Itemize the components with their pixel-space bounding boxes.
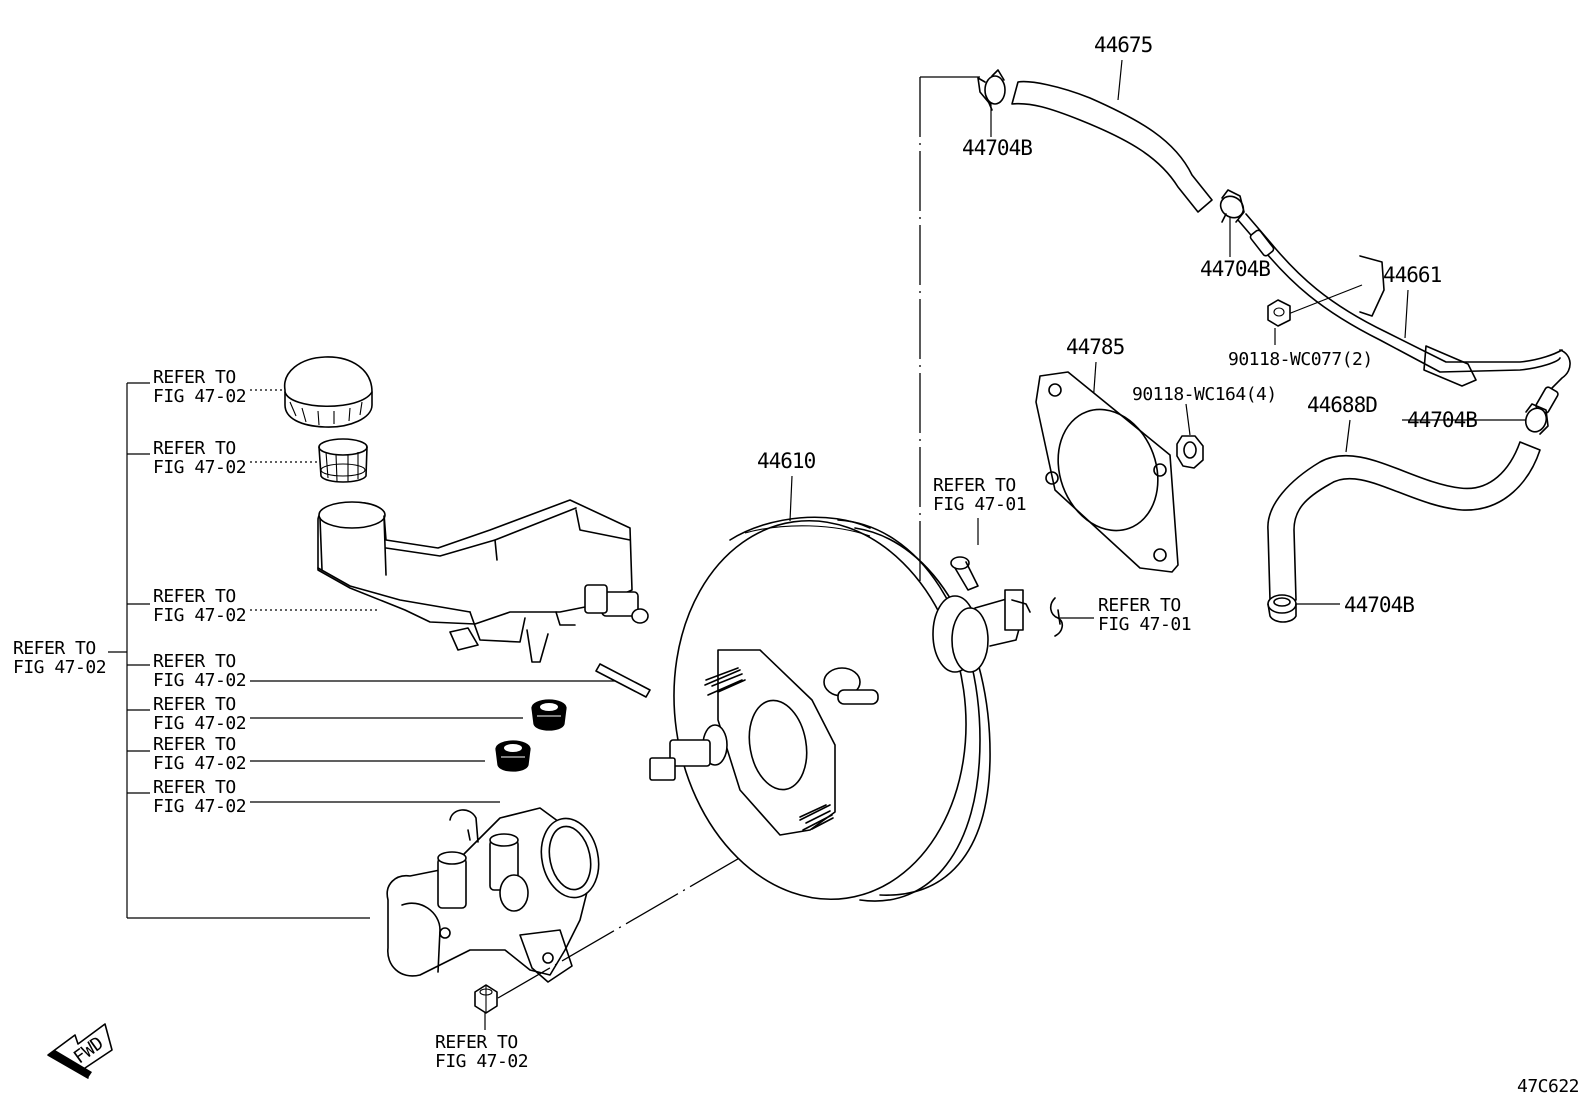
refer-label-nut: REFER TO FIG 47-02: [435, 1032, 529, 1072]
hose-clamp-top: [977, 69, 1006, 111]
callout-44675: 44675: [1094, 33, 1152, 57]
refer-label-4: REFER TO FIG 47-02: [153, 651, 247, 691]
svg-text:REFER TO: REFER TO: [153, 367, 236, 388]
refer-label-3: REFER TO FIG 47-02: [153, 586, 247, 626]
svg-text:REFER TO: REFER TO: [153, 777, 236, 798]
callout-44610: 44610: [757, 449, 816, 473]
reservoir-strainer: [318, 438, 368, 483]
svg-text:FIG 47-02: FIG 47-02: [13, 657, 106, 678]
forward-direction-arrow: FWD: [47, 1023, 113, 1079]
svg-text:REFER TO: REFER TO: [1098, 595, 1181, 616]
svg-text:FIG 47-02: FIG 47-02: [153, 457, 246, 478]
callout-44661: 44661: [1383, 263, 1442, 287]
svg-text:REFER TO: REFER TO: [933, 475, 1016, 496]
svg-text:REFER TO: REFER TO: [153, 438, 236, 459]
refer-label-pin: REFER TO FIG 47-01: [933, 475, 1027, 515]
svg-text:FIG 47-02: FIG 47-02: [153, 670, 246, 691]
booster-rear-assembly: [932, 589, 1031, 673]
callout-44785: 44785: [1066, 335, 1124, 359]
refer-label-6: REFER TO FIG 47-02: [153, 734, 247, 774]
svg-text:FIG 47-02: FIG 47-02: [435, 1051, 528, 1072]
hose-clamp-bottom: [1267, 594, 1297, 623]
snap-clip: [1049, 597, 1064, 637]
svg-text:FIG 47-02: FIG 47-02: [153, 796, 246, 817]
pipe-bracket-bolt: [1267, 299, 1291, 327]
svg-text:REFER TO: REFER TO: [153, 651, 236, 672]
callout-leaders: [484, 59, 1532, 1030]
brake-fluid-reservoir: [317, 499, 649, 663]
clevis-pin: [950, 556, 979, 591]
figure-code: 47C622: [1517, 1076, 1579, 1097]
svg-text:FIG 47-02: FIG 47-02: [153, 753, 246, 774]
booster-gasket: [1035, 371, 1179, 573]
svg-text:REFER TO: REFER TO: [13, 638, 96, 659]
retaining-pin: [595, 663, 651, 698]
reservoir-cap: [283, 356, 373, 428]
grommet-2: [495, 740, 531, 772]
callout-44704b-bottom: 44704B: [1344, 593, 1414, 617]
svg-text:REFER TO: REFER TO: [153, 734, 236, 755]
mounting-nut: [474, 984, 498, 1014]
refer-label-5: REFER TO FIG 47-02: [153, 694, 247, 734]
vacuum-hose-44675: [1011, 80, 1213, 213]
refer-label-clip: REFER TO FIG 47-01: [1098, 595, 1192, 635]
refer-label-2: REFER TO FIG 47-02: [153, 438, 247, 478]
refer-label-1: REFER TO FIG 47-02: [153, 367, 247, 407]
callout-44704b-mid: 44704B: [1200, 257, 1270, 281]
svg-text:FIG 47-02: FIG 47-02: [153, 605, 246, 626]
svg-text:FIG 47-02: FIG 47-02: [153, 713, 246, 734]
gasket-nut: [1176, 435, 1204, 469]
callout-44704b-top: 44704B: [962, 136, 1032, 160]
vacuum-pipe-44661: [1237, 213, 1571, 414]
brake-booster: [649, 516, 991, 902]
svg-text:FIG 47-01: FIG 47-01: [1098, 614, 1191, 635]
svg-text:FIG 47-02: FIG 47-02: [153, 386, 246, 407]
left-bracket: [108, 382, 370, 919]
grommet-1: [531, 699, 567, 731]
stud-alignment-line: [497, 819, 806, 999]
callout-90118-wc164: 90118-WC164(4): [1132, 384, 1277, 405]
leader-lines-left: [250, 389, 615, 803]
hose-clamp-right: [1524, 403, 1549, 435]
svg-text:REFER TO: REFER TO: [153, 586, 236, 607]
refer-label-main: REFER TO FIG 47-02: [13, 638, 107, 678]
brake-master-cylinder: [386, 807, 600, 983]
vacuum-hose-44688d: [1267, 441, 1541, 601]
callout-90118-wc077: 90118-WC077(2): [1228, 349, 1373, 370]
svg-text:REFER TO: REFER TO: [153, 694, 236, 715]
svg-text:FIG 47-01: FIG 47-01: [933, 494, 1026, 515]
svg-text:REFER TO: REFER TO: [435, 1032, 518, 1053]
refer-label-7: REFER TO FIG 47-02: [153, 777, 247, 817]
hose-clamp-mid: [1219, 189, 1245, 223]
callout-44688d: 44688D: [1307, 393, 1377, 417]
